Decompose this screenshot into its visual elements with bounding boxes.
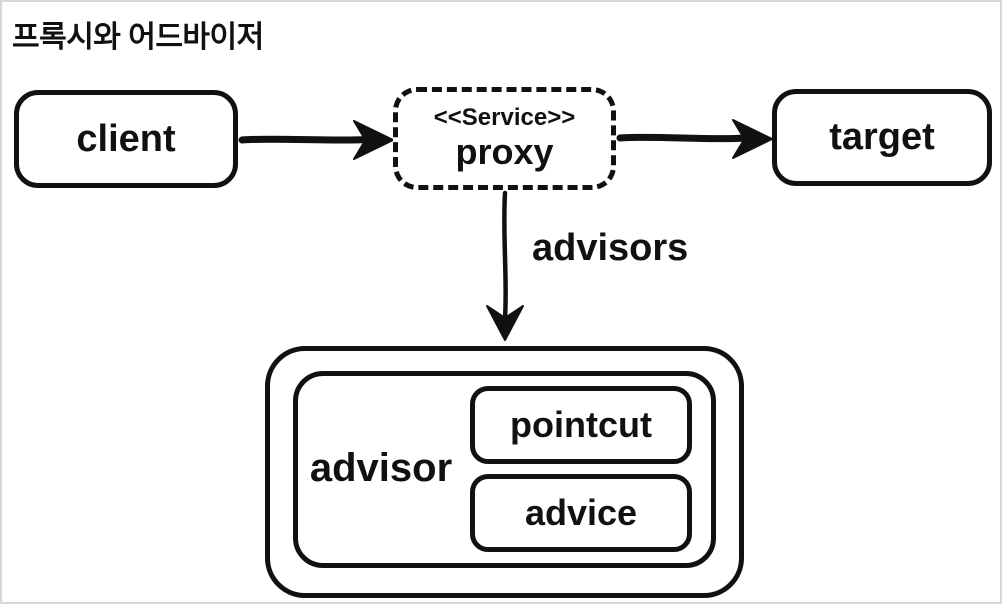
proxy-label: proxy xyxy=(455,130,554,172)
advice-node: advice xyxy=(470,474,692,552)
pointcut-node: pointcut xyxy=(470,386,692,464)
client-label: client xyxy=(76,117,176,160)
arrow-client-to-proxy xyxy=(238,120,394,160)
arrow-proxy-to-target xyxy=(616,119,773,159)
client-node: client xyxy=(14,90,238,188)
proxy-stereotype-label: <<Service>> xyxy=(433,103,576,131)
advice-label: advice xyxy=(524,492,638,533)
advisors-arrow-label: advisors xyxy=(532,227,689,269)
proxy-node: <<Service>> proxy xyxy=(393,87,616,190)
target-node: target xyxy=(772,89,992,186)
diagram-title: 프록시와 어드바이저 xyxy=(12,21,264,54)
pointcut-label: pointcut xyxy=(510,404,652,445)
arrow-proxy-to-advisors xyxy=(486,190,524,341)
advisor-label: advisor xyxy=(309,446,453,490)
target-label: target xyxy=(829,116,935,158)
